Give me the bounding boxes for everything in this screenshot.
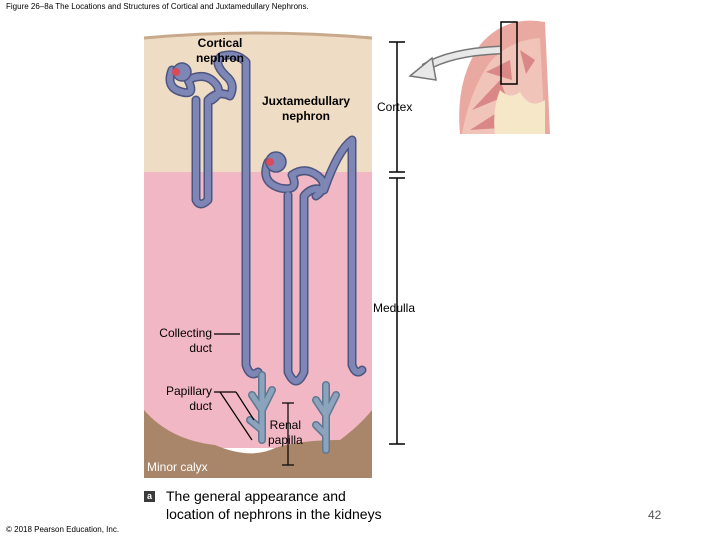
tissue-background: [143, 31, 373, 478]
figure-title: Figure 26–8a The Locations and Structure…: [6, 2, 309, 11]
papillary-ducts: [246, 371, 340, 454]
collecting-duct-label: Collecting duct: [159, 326, 212, 355]
papillary-duct-label: Papillary duct: [165, 384, 212, 413]
page-number: 42: [648, 508, 662, 522]
figure-caption: The general appearance and location of n…: [166, 488, 382, 522]
juxtamedullary-nephron-drawing: [261, 135, 367, 386]
cortical-nephron-drawing: [165, 50, 263, 379]
caption-badge: a: [144, 491, 155, 502]
cortical-nephron-label: Cortical nephron: [196, 36, 244, 65]
minor-calyx-label: Minor calyx: [147, 460, 208, 474]
juxtamedullary-nephron-label: Juxtamedullary nephron: [262, 94, 351, 123]
medulla-label: Medulla: [373, 301, 416, 315]
renal-papilla-label: Renal papilla: [268, 418, 303, 447]
leader-lines: [214, 333, 294, 466]
copyright-notice: © 2018 Pearson Education, Inc.: [6, 525, 120, 534]
cortex-label: Cortex: [377, 100, 413, 114]
kidney-inset: [459, 20, 550, 135]
region-brackets: [389, 41, 405, 445]
inset-arrow: [408, 45, 501, 81]
